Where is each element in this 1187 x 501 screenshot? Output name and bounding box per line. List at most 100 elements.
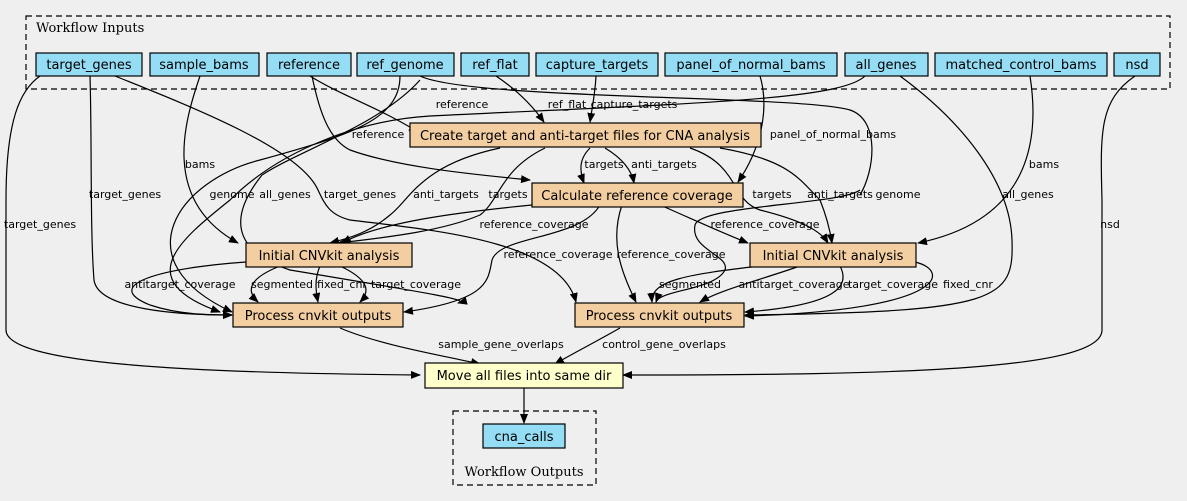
edge-label-segmented-r: segmented: [659, 278, 721, 291]
input-ref-flat-label: ref_flat: [472, 58, 517, 73]
edge-labels: reference ref_flat capture_targets refer…: [4, 98, 1120, 351]
step-process-right-box: [574, 302, 745, 328]
edge-label-target-coverage-r: target_coverage: [848, 278, 938, 291]
input-target-genes[interactable]: target_genes: [35, 52, 143, 77]
step-create-targets-label: Create target and anti-target files for …: [420, 129, 750, 144]
edge-label-reference-coverage-right: reference_coverage: [710, 218, 819, 231]
step-cnvkit-right-box: [749, 242, 917, 268]
input-nsd[interactable]: nsd: [1113, 52, 1161, 77]
input-ref-flat-box: [460, 52, 530, 77]
input-sample-bams[interactable]: sample_bams: [149, 52, 260, 77]
edge-label-target-genes-b: target_genes: [89, 188, 161, 201]
edge-genome-processright: [655, 189, 861, 303]
edge-label-genome-left: genome: [210, 188, 255, 201]
edge-label-panel: panel_of_normal_bams: [770, 128, 897, 141]
edge-label-targets-mid: targets: [584, 158, 623, 171]
step-cnvkit-left[interactable]: Initial CNVkit analysis: [245, 242, 413, 268]
edge-cnvkitleft-processleft-anti: [131, 261, 247, 319]
edge-label-target-genes-c: target_genes: [324, 188, 396, 201]
edge-allgenes-processright: [744, 75, 1013, 319]
edge-targetgenes-processleft: [89, 75, 233, 319]
step-cnvkit-left-label: Initial CNVkit analysis: [259, 249, 400, 264]
step-cnvkit-left-box: [245, 242, 413, 268]
step-process-right[interactable]: Process cnvkit outputs: [574, 302, 745, 328]
edge-label-targets-left: targets: [488, 188, 527, 201]
input-ref-genome[interactable]: ref_genome: [356, 52, 455, 77]
input-nodes: target_genes sample_bams reference ref_g…: [35, 52, 1161, 77]
edge-label-genome-right: genome: [876, 188, 921, 201]
edge-label-antitarget-coverage-l: antitarget_coverage: [124, 278, 235, 291]
edge-create-calc-anti: [604, 147, 637, 184]
edge-label-capture-targets: capture_targets: [591, 98, 678, 111]
edge-label-targets-right: targets: [752, 188, 791, 201]
input-capture-targets[interactable]: capture_targets: [535, 52, 659, 77]
edge-targetgenes-move: [5, 75, 421, 379]
edge-calc-processright: [616, 204, 637, 303]
input-reference[interactable]: reference: [266, 52, 352, 77]
edge-label-reference-b: reference: [352, 128, 405, 141]
edge-cnvkitleft-processleft-fixed: [312, 265, 321, 303]
edge-label-nsd: nsd: [1100, 218, 1120, 231]
step-calc-coverage[interactable]: Calculate reference coverage: [531, 182, 744, 208]
input-ref-genome-box: [356, 52, 455, 77]
edge-processright-move: [554, 327, 621, 365]
input-target-genes-label: target_genes: [46, 58, 132, 73]
step-move-files[interactable]: Move all files into same dir: [424, 362, 624, 389]
edge-label-sample-gene-overlaps: sample_gene_overlaps: [438, 338, 564, 351]
step-process-right-label: Process cnvkit outputs: [586, 309, 733, 324]
output-cna-calls[interactable]: cna_calls: [482, 423, 566, 449]
edge-label-anti-targets-right: anti_targets: [807, 188, 873, 201]
input-all-genes-label: all_genes: [856, 58, 917, 73]
input-ref-flat[interactable]: ref_flat: [460, 52, 530, 77]
edge-reference-create: [309, 75, 419, 133]
step-process-left-box: [232, 302, 404, 328]
edge-label-segmented-l: segmented: [251, 278, 313, 291]
edge-label-control-gene-overlaps: control_gene_overlaps: [602, 338, 726, 351]
step-create-targets[interactable]: Create target and anti-target files for …: [409, 122, 762, 148]
edges: [5, 75, 1136, 424]
edge-calc-processleft: [403, 204, 601, 315]
outputs-cluster-label: Workflow Outputs: [465, 465, 584, 480]
step-cnvkit-right[interactable]: Initial CNVkit analysis: [749, 242, 917, 268]
edge-label-antitarget-coverage-r: antitarget_coverage: [738, 278, 849, 291]
edge-targetgenes-processright: [114, 75, 578, 303]
input-ref-genome-label: ref_genome: [366, 58, 443, 73]
edge-nsd-move: [622, 75, 1136, 379]
input-target-genes-box: [35, 52, 143, 77]
edge-create-calc-targets: [577, 147, 591, 184]
input-matched-control-bams[interactable]: matched_control_bams: [934, 52, 1108, 77]
edge-label-all-genes-right: all_genes: [1002, 188, 1054, 201]
input-reference-box: [266, 52, 352, 77]
edge-refflat-create: [495, 75, 545, 123]
edge-calc-cnvkit-left: [341, 204, 533, 244]
edge-label-anti-targets-mid: anti_targets: [631, 158, 697, 171]
edge-label-ref-flat: ref_flat: [548, 98, 587, 111]
output-cna-calls-box: [482, 423, 566, 449]
edge-label-bams-right: bams: [1029, 158, 1059, 171]
input-reference-label: reference: [278, 58, 340, 73]
edge-label-all-genes-left: all_genes: [259, 188, 311, 201]
edge-label-anti-targets-left: anti_targets: [413, 188, 479, 201]
edge-refgenome-calc: [419, 75, 873, 196]
step-move-files-label: Move all files into same dir: [437, 369, 612, 384]
step-nodes: Create target and anti-target files for …: [232, 122, 917, 389]
input-panel-of-normal-bams[interactable]: panel_of_normal_bams: [664, 52, 838, 77]
edge-cnvkitright-processright-seg: [647, 265, 761, 303]
edge-cnvkitleft-processleft-seg: [248, 265, 281, 303]
step-move-files-box: [424, 362, 624, 389]
inputs-cluster-label: Workflow Inputs: [36, 21, 144, 36]
edge-label-reference-coverage-pl: reference_coverage: [503, 248, 612, 261]
edge-reference-calc: [311, 75, 531, 184]
step-process-left[interactable]: Process cnvkit outputs: [232, 302, 404, 328]
edge-refgenome-processleft: [169, 75, 401, 313]
input-panel-of-normal-bams-label: panel_of_normal_bams: [676, 58, 826, 73]
edge-processleft-move: [339, 327, 481, 366]
inputs-cluster: Workflow Inputs: [25, 15, 1171, 90]
edge-samplebams-cnvkit-left: [183, 75, 239, 244]
edge-cnvkitleft-processleft-target: [339, 265, 370, 303]
edge-cnvkitright-processright-fixed: [744, 261, 934, 320]
step-process-left-label: Process cnvkit outputs: [245, 309, 392, 324]
input-capture-targets-label: capture_targets: [546, 58, 649, 73]
input-all-genes[interactable]: all_genes: [844, 52, 929, 77]
